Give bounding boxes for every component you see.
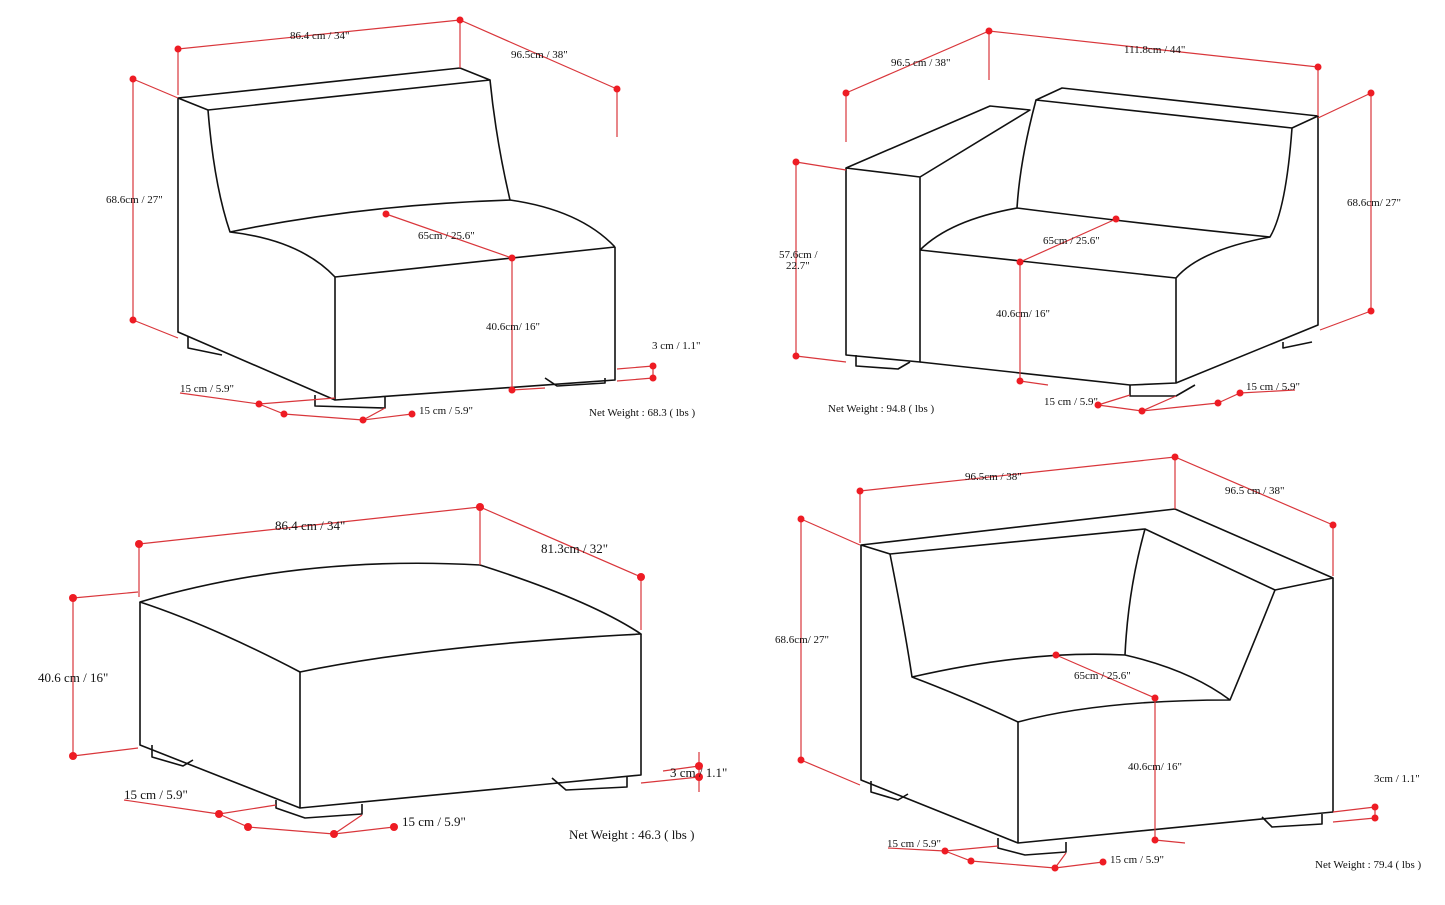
seat-height-label: 40.6cm/ 16" — [486, 321, 540, 333]
height-label: 68.6cm/ 27" — [775, 634, 829, 646]
net-weight: Net Weight : 79.4 ( lbs ) — [1315, 859, 1421, 871]
arm-chair-dimensions: 96.5 cm / 38" 111.8cm / 44" 68.6cm/ 27" … — [779, 27, 1401, 415]
corner-chair-dimensions: 96.5cm / 38" 96.5 cm / 38" 68.6cm/ 27" 6… — [775, 453, 1421, 872]
arm-height-label: 57.6cm / — [779, 249, 818, 261]
leg-height-label: 3 cm / 1.1" — [652, 340, 701, 352]
ottoman-dimensions: 86.4 cm / 34" 81.3cm / 32" 40.6 cm / 16"… — [38, 503, 727, 842]
width-label: 96.5cm / 38" — [965, 471, 1022, 483]
height-label: 40.6 cm / 16" — [38, 670, 108, 685]
seat-depth-label: 65cm / 25.6" — [1043, 235, 1100, 247]
width-label: 86.4 cm / 34" — [275, 518, 345, 533]
seat-depth-label: 65cm / 25.6" — [418, 230, 475, 242]
net-weight: Net Weight : 94.8 ( lbs ) — [828, 403, 934, 415]
corner-chair-drawing — [860, 508, 1334, 856]
seat-height-label: 40.6cm/ 16" — [996, 308, 1050, 320]
seat-depth-label: 65cm / 25.6" — [1074, 670, 1131, 682]
leg-depth-label: 15 cm / 5.9" — [1110, 854, 1164, 866]
leg-width-label: 15 cm / 5.9" — [124, 787, 188, 802]
height-label: 68.6cm / 27" — [106, 194, 163, 206]
leg-depth-label: 15 cm / 5.9" — [419, 405, 473, 417]
leg-height-label: 3 cm / 1.1" — [670, 765, 727, 780]
width-label: 86.4 cm / 34" — [290, 30, 350, 42]
net-weight: Net Weight : 46.3 ( lbs ) — [569, 827, 694, 842]
leg-height-label: 3cm / 1.1" — [1374, 773, 1420, 785]
armless-chair-drawing — [177, 67, 616, 409]
height-label: 68.6cm/ 27" — [1347, 197, 1401, 209]
leg-depth-label: 15 cm / 5.9" — [1246, 381, 1300, 393]
arm-height-label-2: 22.7" — [786, 260, 810, 272]
leg-width-label: 15 cm / 5.9" — [887, 838, 941, 850]
net-weight: Net Weight : 68.3 ( lbs ) — [589, 407, 695, 419]
ottoman-drawing — [139, 562, 642, 819]
leg-width-label: 15 cm / 5.9" — [180, 383, 234, 395]
leg-width-label: 15 cm / 5.9" — [1044, 396, 1098, 408]
armless-chair-dimensions: 86.4 cm / 34" 96.5cm / 38" 68.6cm / 27" … — [106, 16, 701, 424]
seat-height-label: 40.6cm/ 16" — [1128, 761, 1182, 773]
depth-label: 81.3cm / 32" — [541, 541, 608, 556]
depth-label: 96.5cm / 38" — [511, 49, 568, 61]
depth-label: 96.5 cm / 38" — [891, 57, 951, 69]
width-label: 111.8cm / 44" — [1124, 44, 1185, 56]
depth-label: 96.5 cm / 38" — [1225, 485, 1285, 497]
leg-depth-label: 15 cm / 5.9" — [402, 814, 466, 829]
